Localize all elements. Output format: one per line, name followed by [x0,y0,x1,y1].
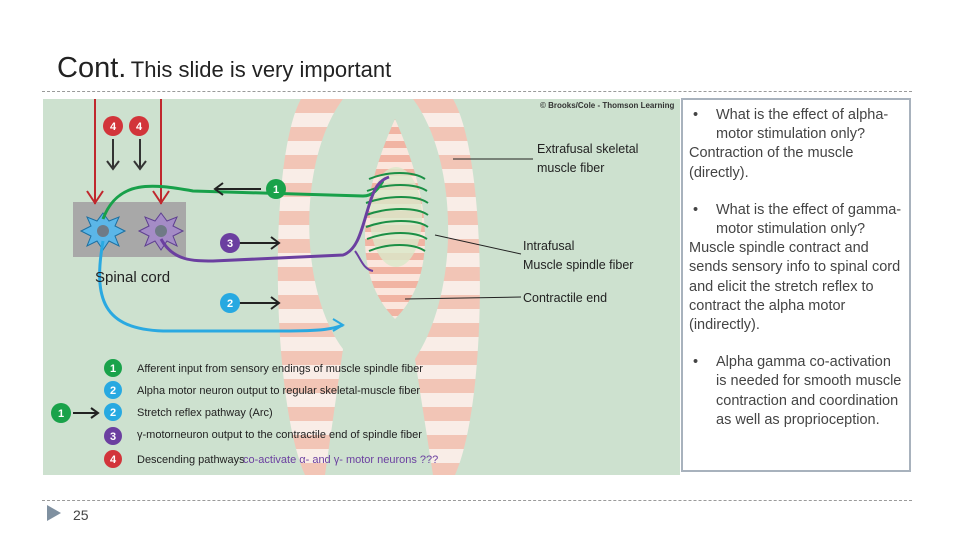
label-extrafusal-1: Extrafusal skeletal [537,142,638,156]
title-main: Cont. [57,52,126,84]
svg-text:2: 2 [227,298,233,310]
legend-coactivate: co-activate α- and γ- motor neurons ??? [243,454,438,466]
bullet-dot: • [689,201,716,239]
slide-marker-icon [47,505,61,521]
svg-text:Afferent input from sensory en: Afferent input from sensory endings of m… [137,363,423,375]
legend-item-5: 4 Descending pathways co-activate α- and… [104,450,438,468]
svg-text:4: 4 [110,454,117,466]
question-text: What is the effect of alpha-motor stimul… [716,106,903,144]
label-spinal-cord: Spinal cord [95,269,170,286]
bullet-item: • What is the effect of gamma-motor stim… [689,201,903,239]
svg-text:Descending pathways: Descending pathways [137,454,245,466]
top-divider [42,91,912,92]
marker-4a: 4 [103,116,123,136]
svg-text:2: 2 [110,407,116,419]
bottom-divider [42,500,912,501]
legend-item-1: 1 Afferent input from sensory endings of… [104,359,423,377]
slide-title: Cont. This slide is very important [57,52,391,85]
page-number: 25 [73,507,89,523]
svg-text:4: 4 [110,121,117,133]
svg-text:1: 1 [110,363,116,375]
svg-text:Stretch reflex pathway (Arc): Stretch reflex pathway (Arc) [137,407,273,419]
legend-item-2: 2 Alpha motor neuron output to regular s… [104,381,420,399]
label-intrafusal-1: Intrafusal [523,239,574,253]
marker-4b: 4 [129,116,149,136]
figure-svg: 4 4 1 3 2 Extrafusal skeletal muscle fib… [43,99,680,475]
notes-textbox: • What is the effect of alpha-motor stim… [681,98,911,472]
svg-text:3: 3 [110,431,116,443]
question-text: What is the effect of gamma-motor stimul… [716,201,903,239]
legend-item-3: 1 2 Stretch reflex pathway (Arc) [51,403,273,423]
descending-pathways [87,99,169,204]
extrafusal-fiber-right [413,99,480,475]
bullet-item: • What is the effect of alpha-motor stim… [689,106,903,144]
svg-text:3: 3 [227,238,233,250]
gamma-neuron-icon [139,213,183,250]
legend-item-4: 3 γ-motorneuron output to the contractil… [104,427,422,445]
svg-text:4: 4 [136,121,143,133]
title-subtitle: This slide is very important [131,57,391,82]
legend: 1 Afferent input from sensory endings of… [51,359,438,468]
svg-text:1: 1 [58,408,64,420]
question-text: Alpha gamma co-activation is needed for … [716,353,903,430]
svg-text:1: 1 [273,184,279,196]
bullet-dot: • [689,106,716,144]
stretch-reflex-figure: 4 4 1 3 2 Extrafusal skeletal muscle fib… [43,99,680,475]
answer-text: Contraction of the muscle (directly). [689,144,903,182]
extrafusal-fiber-left [278,99,343,475]
marker-1: 1 [266,179,286,199]
svg-text:Alpha motor neuron output to r: Alpha motor neuron output to regular ske… [137,385,420,397]
label-contractile-end: Contractile end [523,291,607,305]
marker-3: 3 [220,233,240,253]
figure-copyright: © Brooks/Cole - Thomson Learning [540,101,674,110]
label-intrafusal-2: Muscle spindle fiber [523,258,633,272]
descending-arrows [107,139,146,169]
svg-text:γ-motorneuron output to the co: γ-motorneuron output to the contractile … [137,429,422,441]
svg-text:2: 2 [110,385,116,397]
bullet-item: • Alpha gamma co-activation is needed fo… [689,353,903,430]
bullet-dot: • [689,353,716,430]
answer-text: Muscle spindle contract and sends sensor… [689,239,903,335]
label-extrafusal-2: muscle fiber [537,161,604,175]
marker-2: 2 [220,293,240,313]
